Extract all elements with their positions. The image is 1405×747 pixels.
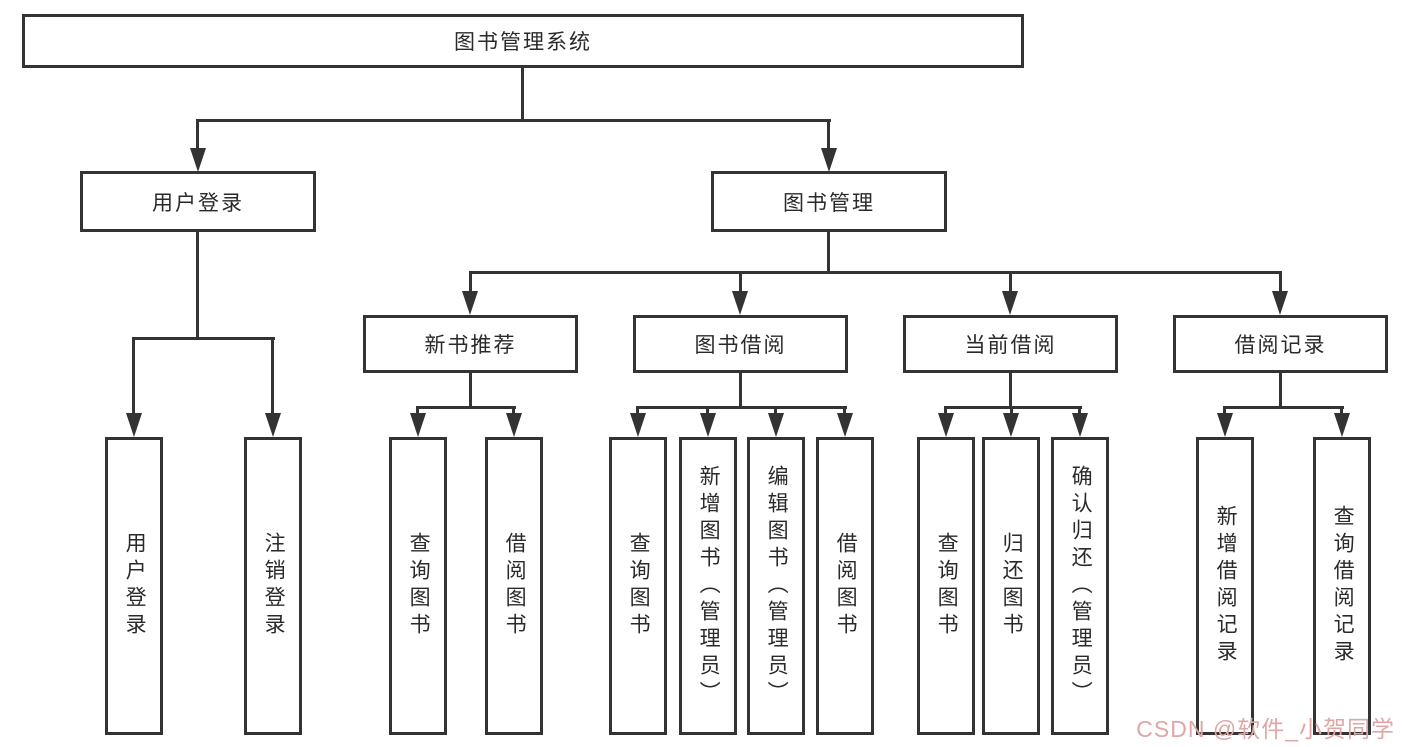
connector-drop-borrowing-records	[1279, 271, 1282, 293]
connector-new-book-splitter	[416, 406, 516, 409]
leaf-label: 查询借阅记录	[1331, 505, 1355, 667]
leaf-label: 新增图书（管理员）	[697, 464, 721, 708]
connector-drop	[843, 406, 846, 416]
arrow-to-return-books	[1003, 413, 1019, 437]
node-user-login: 用户登录	[80, 171, 316, 232]
leaf-label: 确认归还（管理员）	[1069, 464, 1093, 708]
connector-drop	[1010, 406, 1013, 416]
leaf-logout: 注销登录	[244, 437, 302, 735]
leaf-label: 注销登录	[262, 532, 286, 640]
connector-level2-splitter	[196, 119, 831, 122]
node-library-management-system: 图书管理系统	[22, 14, 1024, 68]
connector-level3-splitter	[469, 271, 1282, 274]
arrow-to-book-borrowing	[732, 291, 748, 315]
connector-drop-current-borrowing	[1009, 271, 1012, 293]
node-borrowing-records: 借阅记录	[1173, 315, 1388, 373]
connector-book-borrowing-stem	[739, 373, 742, 409]
node-book-borrowing: 图书借阅	[633, 315, 848, 373]
arrow-to-confirm-return-admin	[1072, 413, 1088, 437]
arrow-to-borrow-books-recommend	[506, 413, 522, 437]
leaf-query-books-borrowing: 查询图书	[609, 437, 667, 735]
csdn-watermark: CSDN @软件_小贺同学	[1136, 716, 1395, 742]
connector-user-login-stem	[196, 232, 199, 337]
arrow-to-query-books-current	[938, 413, 954, 437]
arrow-to-current-borrowing	[1002, 291, 1018, 315]
connector-borrowing-records-stem	[1279, 373, 1282, 409]
connector-new-book-stem	[469, 373, 472, 409]
connector-current-borrowing-splitter	[944, 406, 1082, 409]
connector-borrowing-records-splitter	[1223, 406, 1344, 409]
arrow-to-query-books-borrowing	[630, 413, 646, 437]
arrow-to-book-management	[821, 148, 837, 172]
leaf-return-books: 归还图书	[982, 437, 1040, 735]
arrow-to-user-login	[190, 148, 206, 172]
leaf-edit-books-admin: 编辑图书（管理员）	[747, 437, 805, 735]
leaf-borrow-books-recommend: 借阅图书	[485, 437, 543, 735]
leaf-label: 借阅图书	[834, 532, 858, 640]
leaf-label: 编辑图书（管理员）	[765, 464, 789, 708]
connector-drop	[706, 406, 709, 416]
connector-drop-leaf-user-login	[132, 337, 135, 415]
leaf-label: 用户登录	[123, 532, 147, 640]
leaf-label: 查询图书	[407, 532, 431, 640]
connector-drop-leaf-logout	[271, 337, 274, 415]
arrow-to-leaf-logout	[265, 413, 281, 437]
connector-drop-new-book	[469, 271, 472, 293]
connector-drop	[1223, 406, 1226, 416]
leaf-label: 借阅图书	[503, 532, 527, 640]
connector-drop	[512, 406, 515, 416]
arrow-to-new-book	[462, 291, 478, 315]
connector-drop	[416, 406, 419, 416]
leaf-confirm-return-admin: 确认归还（管理员）	[1051, 437, 1109, 735]
arrow-to-add-books-admin	[700, 413, 716, 437]
leaf-add-books-admin: 新增图书（管理员）	[679, 437, 737, 735]
connector-drop-user-login	[196, 119, 199, 151]
connector-drop	[636, 406, 639, 416]
connector-current-borrowing-stem	[1009, 373, 1012, 409]
arrow-to-leaf-user-login	[126, 413, 142, 437]
leaf-user-login: 用户登录	[105, 437, 163, 735]
connector-drop	[1078, 406, 1081, 416]
connector-drop	[944, 406, 947, 416]
node-book-management: 图书管理	[711, 171, 947, 232]
connector-drop-book-borrowing	[739, 271, 742, 293]
arrow-to-add-borrow-record	[1217, 413, 1233, 437]
leaf-label: 新增借阅记录	[1214, 505, 1238, 667]
leaf-add-borrow-record: 新增借阅记录	[1196, 437, 1254, 735]
connector-drop	[1340, 406, 1343, 416]
node-current-borrowing: 当前借阅	[903, 315, 1118, 373]
leaf-query-books-recommend: 查询图书	[389, 437, 447, 735]
leaf-label: 归还图书	[1000, 532, 1024, 640]
leaf-query-borrow-record: 查询借阅记录	[1313, 437, 1371, 735]
leaf-label: 查询图书	[627, 532, 651, 640]
node-new-book-recommendation: 新书推荐	[363, 315, 578, 373]
leaf-borrow-books-borrowing: 借阅图书	[816, 437, 874, 735]
arrow-to-borrowing-records	[1272, 291, 1288, 315]
connector-drop	[774, 406, 777, 416]
leaf-label: 查询图书	[935, 532, 959, 640]
connector-book-borrowing-splitter	[636, 406, 847, 409]
arrow-to-query-books-recommend	[410, 413, 426, 437]
arrow-to-edit-books-admin	[768, 413, 784, 437]
connector-root-stem	[521, 68, 524, 120]
arrow-to-query-borrow-record	[1334, 413, 1350, 437]
connector-user-login-splitter	[132, 337, 275, 340]
connector-drop-book-management	[827, 119, 830, 151]
arrow-to-borrow-books-borrowing	[837, 413, 853, 437]
leaf-query-books-current: 查询图书	[917, 437, 975, 735]
connector-book-management-stem	[827, 232, 830, 274]
